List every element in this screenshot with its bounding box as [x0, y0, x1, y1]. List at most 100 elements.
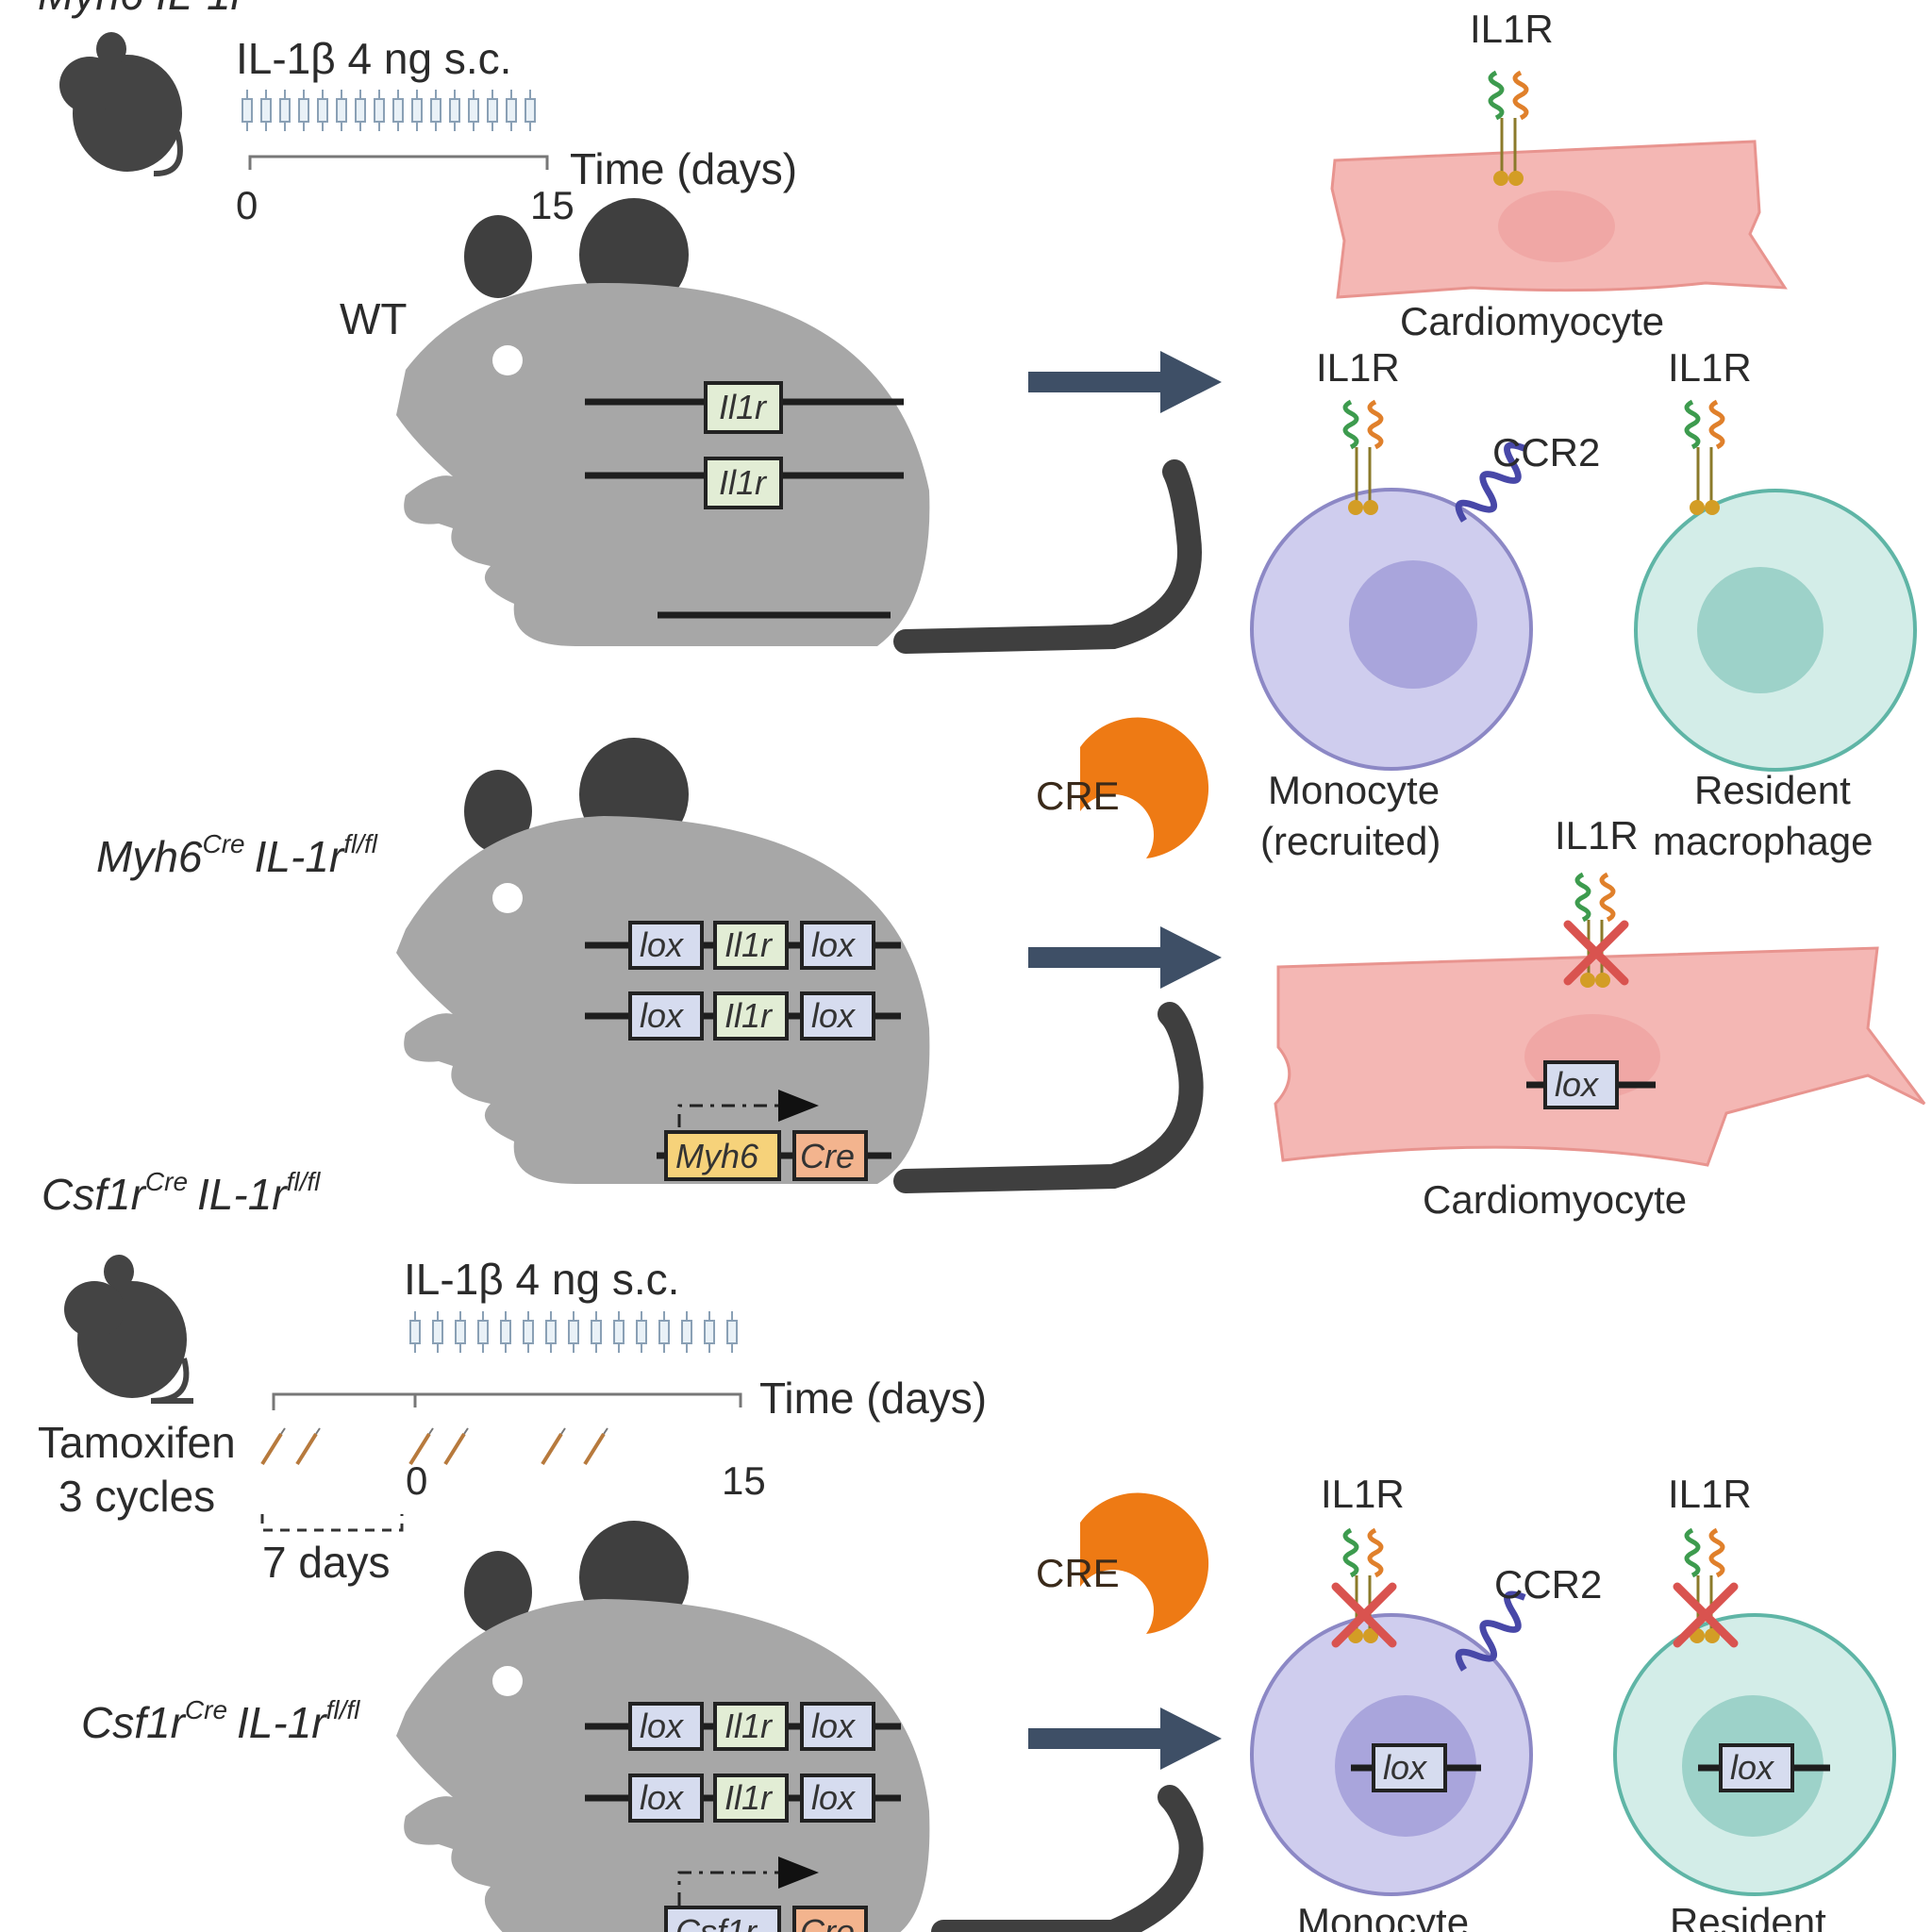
csf1r-ear-back: [464, 1551, 532, 1634]
myh6-lox-1a: [628, 921, 704, 970]
wt-mouse: WT Il1r Il1r: [340, 198, 1202, 654]
mono-receptor-label: IL1R: [1316, 345, 1400, 390]
csf1r-promoter-label: Csf1r: [675, 1912, 758, 1932]
csf1r-body: [396, 1599, 930, 1932]
myh6-tail: [893, 1002, 1204, 1193]
top-dose-label: IL-1β 4 ng s.c.: [236, 34, 511, 83]
macrophage-label-1: Resident: [1694, 768, 1851, 812]
small-mouse-icon: [59, 32, 183, 177]
ko-mono-lox-box: [1372, 1743, 1447, 1792]
top-tick-0: 0: [236, 183, 258, 227]
syringe-row-top: [242, 89, 536, 132]
csf1r-lox-1b: [800, 1702, 875, 1751]
ko-cardio-lox-box: [1543, 1060, 1619, 1109]
myh6-promoter-label: Myh6: [675, 1137, 759, 1175]
ko-mac-lox-box: [1719, 1743, 1794, 1792]
wt-eye: [492, 345, 523, 375]
myh6-promoter-arrow-line: [677, 1104, 783, 1127]
bottom-tick-15: 15: [722, 1458, 766, 1503]
tamoxifen-syringes: [260, 1426, 609, 1466]
wt-il1r-label-2: Il1r: [719, 463, 768, 502]
monocyte-wt: IL1R CCR2 Monocyte (recruited): [1250, 345, 1600, 863]
myh6-promoter-box: [664, 1130, 781, 1181]
ko-mono-receptor-label: IL1R: [1321, 1472, 1405, 1516]
csf1r-gene-sup: Cre: [185, 1695, 227, 1724]
csf1r-promoter-arrow-line: [677, 1871, 783, 1906]
csf1r-cre-box: [792, 1906, 868, 1932]
csf1r-genotype: Csf1rCre IL-1rfl/fl: [81, 1695, 360, 1747]
myh6-il1r-2-label: Il1r: [724, 996, 774, 1035]
small-mouse-icon-bottom: [64, 1255, 193, 1404]
seven-day-bracket: [260, 1514, 404, 1532]
csf1r-lox-2a-label: lox: [640, 1778, 685, 1817]
csf1r-header-gene-base: Csf1r: [42, 1170, 147, 1219]
macrophage-wt: IL1R Resident macrophage: [1634, 345, 1917, 863]
myh6-lox-1a-label: lox: [640, 925, 685, 964]
myh6-lox-2a: [628, 991, 704, 1041]
bottom-tick-0: 0: [406, 1458, 427, 1503]
csf1r-allele-sup: fl/fl: [326, 1695, 361, 1724]
csf1r-il1r-1-label: Il1r: [724, 1707, 774, 1745]
cardio-receptor-label: IL1R: [1470, 7, 1554, 51]
top-axis-line: [248, 155, 549, 170]
interval-label: 7 days: [262, 1538, 391, 1587]
macrophage-ko: IL1R lox Resident: [1613, 1472, 1896, 1932]
myh6-allele-base: IL-1r: [255, 832, 345, 881]
wt-arrow: [1028, 351, 1222, 413]
csf1r-lox-2b-label: lox: [811, 1778, 857, 1817]
myh6-lox-2b: [800, 991, 875, 1041]
cardiomyocyte-wt: IL1R Cardiomyocyte: [1330, 7, 1788, 343]
myh6-cre-box: [792, 1130, 868, 1181]
csf1r-il1r-1: [713, 1702, 789, 1751]
bottom-axis-line: [272, 1392, 742, 1410]
myh6-il1r-1-label: Il1r: [724, 925, 774, 964]
myh6-lox-1b: [800, 921, 875, 970]
myh6-il1r-2: [713, 991, 789, 1041]
wt-il1r-label-1: Il1r: [719, 388, 768, 426]
top-axis-label: Time (days): [570, 144, 797, 193]
wt-il1r-box-1: [704, 381, 783, 434]
top-timeline: Myh6 IL-1r IL-1β 4 ng s.c. Time (days) 0…: [38, 0, 797, 227]
csf1r-lox-2b: [800, 1774, 875, 1823]
csf1r-il1r-2: [713, 1774, 789, 1823]
monocyte-label-2: (recruited): [1260, 819, 1441, 863]
myh6-ear-back: [464, 770, 532, 853]
cardiomyocyte-label-top: Cardiomyocyte: [1400, 299, 1664, 343]
ko-cardio-receptor-label: IL1R: [1555, 813, 1639, 858]
tamoxifen-label-1: Tamoxifen: [38, 1418, 236, 1467]
syringe-row-bottom: [409, 1310, 738, 1354]
csf1r-il1r-2-label: Il1r: [724, 1778, 774, 1817]
csf1r-arrow: [1028, 1707, 1222, 1770]
wt-ear-back: [464, 215, 532, 298]
tamoxifen-label-2: 3 cycles: [58, 1472, 215, 1521]
csf1r-cre-enzyme: CRE: [1036, 1492, 1209, 1634]
monocyte-ko: IL1R CCR2 lox Monocyte: [1250, 1472, 1602, 1932]
csf1r-cre-label: Cre: [800, 1912, 855, 1932]
wt-il1r-box-2: [704, 457, 783, 509]
csf1r-lox-2a: [628, 1774, 704, 1823]
myh6-cre-enzyme-label: CRE: [1036, 774, 1120, 818]
ko-mac-receptor-label: IL1R: [1668, 1472, 1752, 1516]
wt-ear-front: [579, 198, 689, 311]
monocyte-label-1: Monocyte: [1268, 768, 1440, 812]
myh6-promoter-arrow-head: [778, 1090, 819, 1122]
top-tick-15: 15: [530, 183, 575, 227]
cardiomyocyte-ko: IL1R lox Cardiomyocyte: [1274, 813, 1926, 1222]
bottom-dose-label: IL-1β 4 ng s.c.: [404, 1255, 679, 1304]
ko-macrophage-label: Resident: [1670, 1900, 1826, 1932]
ko-mac-lox-label: lox: [1730, 1748, 1775, 1787]
csf1r-allele-base: IL-1r: [237, 1698, 327, 1747]
csf1r-header-allele-sup: fl/fl: [287, 1167, 322, 1196]
csf1r-mouse: lox Il1r lox lox Il1r lox Csf1r Cre: [396, 1521, 1204, 1932]
csf1r-gene-base: Csf1r: [81, 1698, 187, 1747]
myh6-allele-sup: fl/fl: [343, 829, 378, 858]
myh6-gene-base: Myh6: [96, 832, 203, 881]
csf1r-promoter-arrow-head: [778, 1857, 819, 1889]
myh6-gene-sup: Cre: [202, 829, 244, 858]
csf1r-lox-1b-label: lox: [811, 1707, 857, 1745]
myh6-cre-label: Cre: [800, 1137, 855, 1175]
csf1r-lox-1a-label: lox: [640, 1707, 685, 1745]
